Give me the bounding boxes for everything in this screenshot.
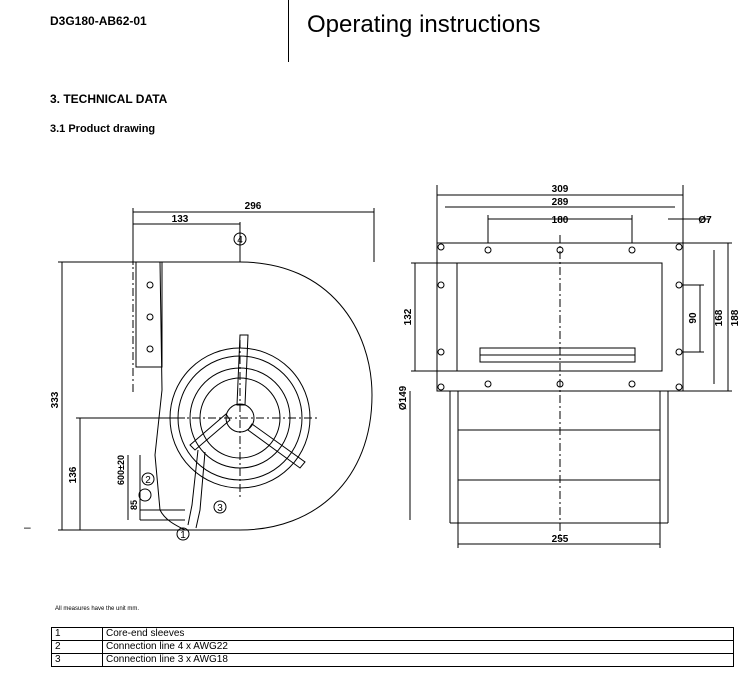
dim-296: 296 <box>245 201 262 212</box>
dim-d7: Ø7 <box>698 215 712 226</box>
legend-number: 3 <box>51 653 103 667</box>
dim-136: 136 <box>68 466 79 483</box>
dim-133: 133 <box>172 214 189 225</box>
table-row: 2 Connection line 4 x AWG22 <box>51 640 734 654</box>
dim-188: 188 <box>730 309 741 326</box>
table-row: 1 Core-end sleeves <box>51 627 734 641</box>
product-drawing: 296 133 333 136 600±20 85 309 289 180 Ø7… <box>50 184 741 548</box>
callout-2: 2 <box>145 475 151 486</box>
legend-text: Core-end sleeves <box>102 627 734 641</box>
legend-table: 1 Core-end sleeves 2 Connection line 4 x… <box>51 627 734 667</box>
page-title: Operating instructions <box>307 11 541 38</box>
subsection-title: 3.1 Product drawing <box>50 123 156 135</box>
callout-4: 4 <box>237 235 243 246</box>
margin-dash: – <box>24 520 31 534</box>
legend-number: 2 <box>51 640 103 654</box>
units-note: All measures have the unit mm. <box>55 606 140 612</box>
section-title: 3. TECHNICAL DATA <box>50 92 168 106</box>
legend-text: Connection line 3 x AWG18 <box>102 653 734 667</box>
dim-333: 333 <box>50 391 61 408</box>
dim-90: 90 <box>688 312 699 324</box>
legend-text: Connection line 4 x AWG22 <box>102 640 734 654</box>
legend-number: 1 <box>51 627 103 641</box>
dim-132: 132 <box>403 308 414 325</box>
dim-289: 289 <box>552 197 569 208</box>
document-code: D3G180-AB62-01 <box>50 14 147 28</box>
dim-600: 600±20 <box>116 455 126 485</box>
dim-309: 309 <box>552 184 569 195</box>
dim-d149: Ø149 <box>398 385 409 410</box>
table-row: 3 Connection line 3 x AWG18 <box>51 653 734 667</box>
callout-1: 1 <box>180 530 186 541</box>
header-divider <box>288 0 289 62</box>
dim-180: 180 <box>552 215 569 226</box>
dim-255: 255 <box>552 534 569 545</box>
dim-168: 168 <box>714 309 725 326</box>
callout-3: 3 <box>217 503 223 514</box>
dim-85: 85 <box>129 500 139 510</box>
